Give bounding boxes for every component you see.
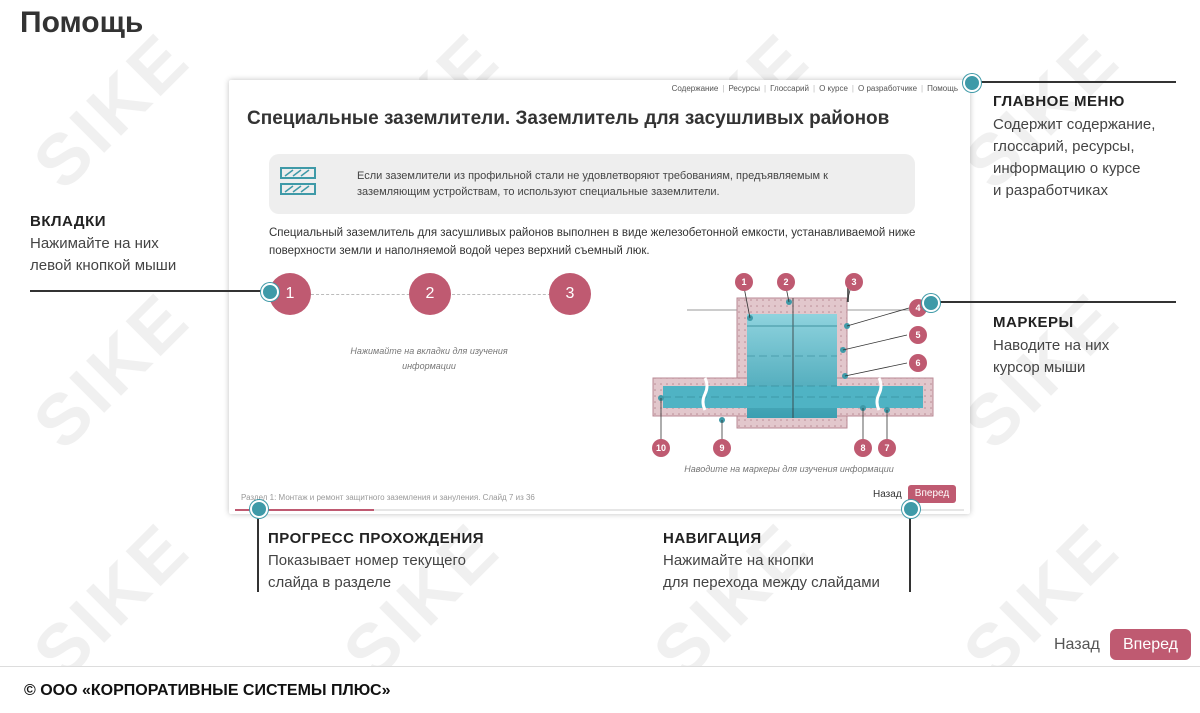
marker-9[interactable]: 9 bbox=[713, 439, 731, 457]
marker-6[interactable]: 6 bbox=[909, 354, 927, 372]
main-menu-annotation-text: Содержит содержание, глоссарий, ресурсы,… bbox=[993, 116, 1156, 199]
marker-8[interactable]: 8 bbox=[854, 439, 872, 457]
menu-item-glossary[interactable]: Глоссарий bbox=[770, 84, 809, 93]
tabs-hint: Нажимайте на вкладки для изучения информ… bbox=[350, 346, 508, 371]
page-title: Помощь bbox=[20, 6, 144, 39]
watermark: SIKE bbox=[18, 277, 206, 465]
menu-item-about-developer[interactable]: О разработчике bbox=[858, 84, 918, 93]
slide-preview: Содержание| Ресурсы| Глоссарий| О курсе|… bbox=[229, 80, 970, 514]
info-text: Если заземлители из профильной стали не … bbox=[357, 170, 828, 198]
section-footer: Раздел 1: Монтаж и ремонт защитного зазе… bbox=[241, 493, 535, 502]
progress-fill bbox=[235, 509, 374, 511]
navigation-pointer-line bbox=[909, 510, 911, 592]
marker-2[interactable]: 2 bbox=[777, 273, 795, 291]
tab-3[interactable]: 3 bbox=[549, 273, 591, 315]
markers-pointer-line bbox=[935, 301, 1176, 303]
marker-7[interactable]: 7 bbox=[878, 439, 896, 457]
footer-bar bbox=[0, 666, 1200, 713]
navigation-annotation-title: НАВИГАЦИЯ bbox=[663, 530, 762, 547]
progress-annotation-title: ПРОГРЕСС ПРОХОЖДЕНИЯ bbox=[268, 530, 485, 547]
menu-item-help[interactable]: Помощь bbox=[927, 84, 958, 93]
main-menu-pointer-line bbox=[974, 81, 1176, 83]
markers-annotation-title: МАРКЕРЫ bbox=[993, 314, 1074, 331]
marker-5[interactable]: 5 bbox=[909, 326, 927, 344]
slide-back-button[interactable]: Назад bbox=[873, 489, 902, 500]
marker-10[interactable]: 10 bbox=[652, 439, 670, 457]
menu-item-contents[interactable]: Содержание bbox=[671, 84, 719, 93]
tab-2[interactable]: 2 bbox=[409, 273, 451, 315]
progress-bar bbox=[235, 509, 964, 511]
steel-profile-icon bbox=[280, 167, 316, 195]
navigation-pointer-dot bbox=[902, 500, 920, 518]
markers-pointer-dot bbox=[922, 294, 940, 312]
main-menu-pointer-dot bbox=[963, 74, 981, 92]
description-paragraph: Специальный заземлитель для засушливых р… bbox=[269, 227, 916, 257]
progress-pointer-dot bbox=[250, 500, 268, 518]
back-button[interactable]: Назад bbox=[1054, 636, 1100, 653]
diagram-hint: Наводите на маркеры для изучения информа… bbox=[684, 464, 894, 474]
info-box: Если заземлители из профильной стали не … bbox=[269, 154, 915, 214]
marker-3[interactable]: 3 bbox=[845, 273, 863, 291]
tabs-annotation-text: Нажимайте на них левой кнопкой мыши bbox=[30, 235, 177, 274]
tabs-annotation-title: ВКЛАДКИ bbox=[30, 213, 107, 230]
grounding-diagram bbox=[652, 281, 934, 446]
navigation-annotation-text: Нажимайте на кнопки для перехода между с… bbox=[663, 552, 880, 591]
copyright: © ООО «КОРПОРАТИВНЫЕ СИСТЕМЫ ПЛЮС» bbox=[24, 682, 391, 699]
slide-title: Специальные заземлители. Заземлитель для… bbox=[247, 108, 890, 129]
main-menu-annotation-title: ГЛАВНОЕ МЕНЮ bbox=[993, 93, 1125, 110]
marker-1[interactable]: 1 bbox=[735, 273, 753, 291]
menu-item-about-course[interactable]: О курсе bbox=[819, 84, 848, 93]
progress-pointer-line bbox=[257, 510, 259, 592]
slide-forward-button[interactable]: Вперед bbox=[908, 485, 956, 503]
progress-annotation-text: Показывает номер текущего слайда в разде… bbox=[268, 552, 466, 591]
menu-item-resources[interactable]: Ресурсы bbox=[728, 84, 760, 93]
tabs-pointer-line bbox=[30, 290, 266, 292]
markers-annotation-text: Наводите на них курсор мыши bbox=[993, 337, 1110, 376]
watermark: SIKE bbox=[18, 17, 206, 205]
forward-button[interactable]: Вперед bbox=[1110, 629, 1191, 660]
main-menu: Содержание| Ресурсы| Глоссарий| О курсе|… bbox=[668, 84, 962, 93]
tabs-pointer-dot bbox=[261, 283, 279, 301]
